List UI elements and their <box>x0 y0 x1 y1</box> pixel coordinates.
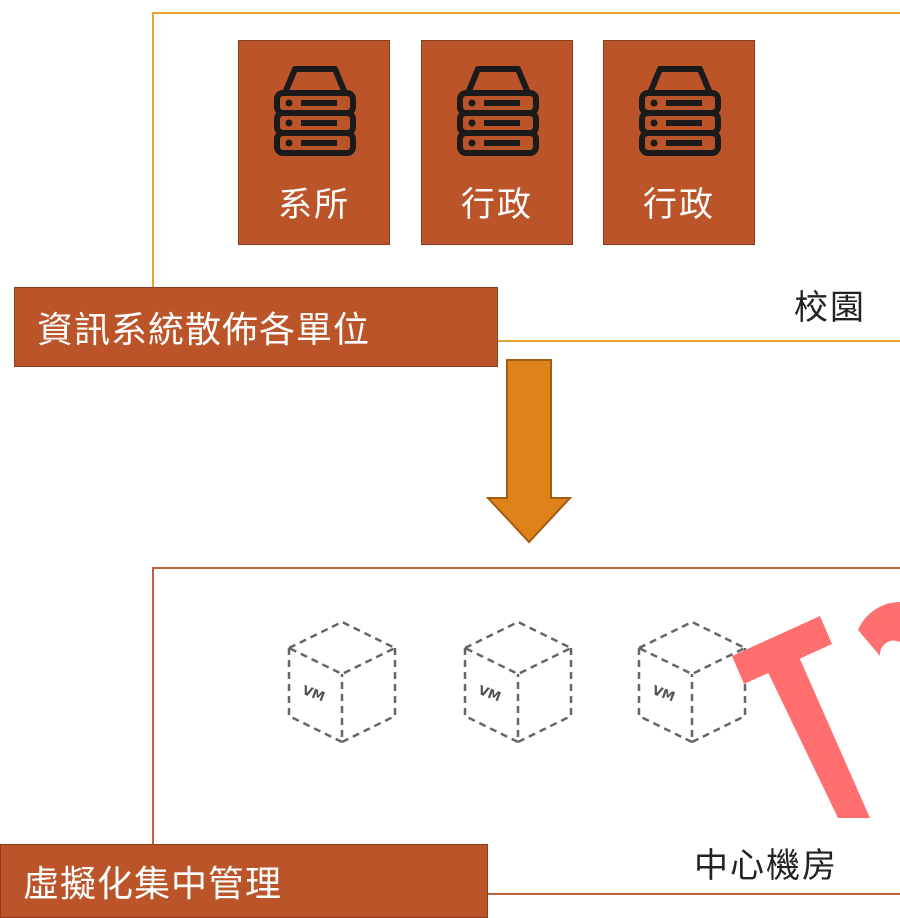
vm-cube-icon: VM <box>463 620 573 744</box>
stamp-watermark <box>732 602 900 818</box>
vm-cube-icon: VM <box>287 620 397 744</box>
server-label: 行政 <box>643 185 715 225</box>
server-tile-department: 系所 <box>238 40 390 245</box>
server-label: 行政 <box>461 185 533 225</box>
vm-label: VM <box>476 683 503 705</box>
datacenter-zone <box>152 567 900 895</box>
datacenter-caption: 虛擬化集中管理 <box>0 844 488 918</box>
vm-label: VM <box>650 683 677 705</box>
vm-label: VM <box>300 683 327 705</box>
server-tile-admin-2: 行政 <box>603 40 755 245</box>
server-icon <box>457 66 539 156</box>
vm-cube-icon: VM <box>637 620 747 744</box>
campus-zone <box>152 12 900 342</box>
datacenter-label: 中心機房 <box>694 846 838 886</box>
campus-caption: 資訊系統散佈各單位 <box>14 287 498 367</box>
server-icon <box>274 66 356 156</box>
server-tile-admin-1: 行政 <box>421 40 573 245</box>
down-arrow-icon <box>485 359 573 544</box>
server-icon <box>639 66 721 156</box>
campus-label: 校園 <box>794 288 866 328</box>
server-label: 系所 <box>278 185 350 225</box>
